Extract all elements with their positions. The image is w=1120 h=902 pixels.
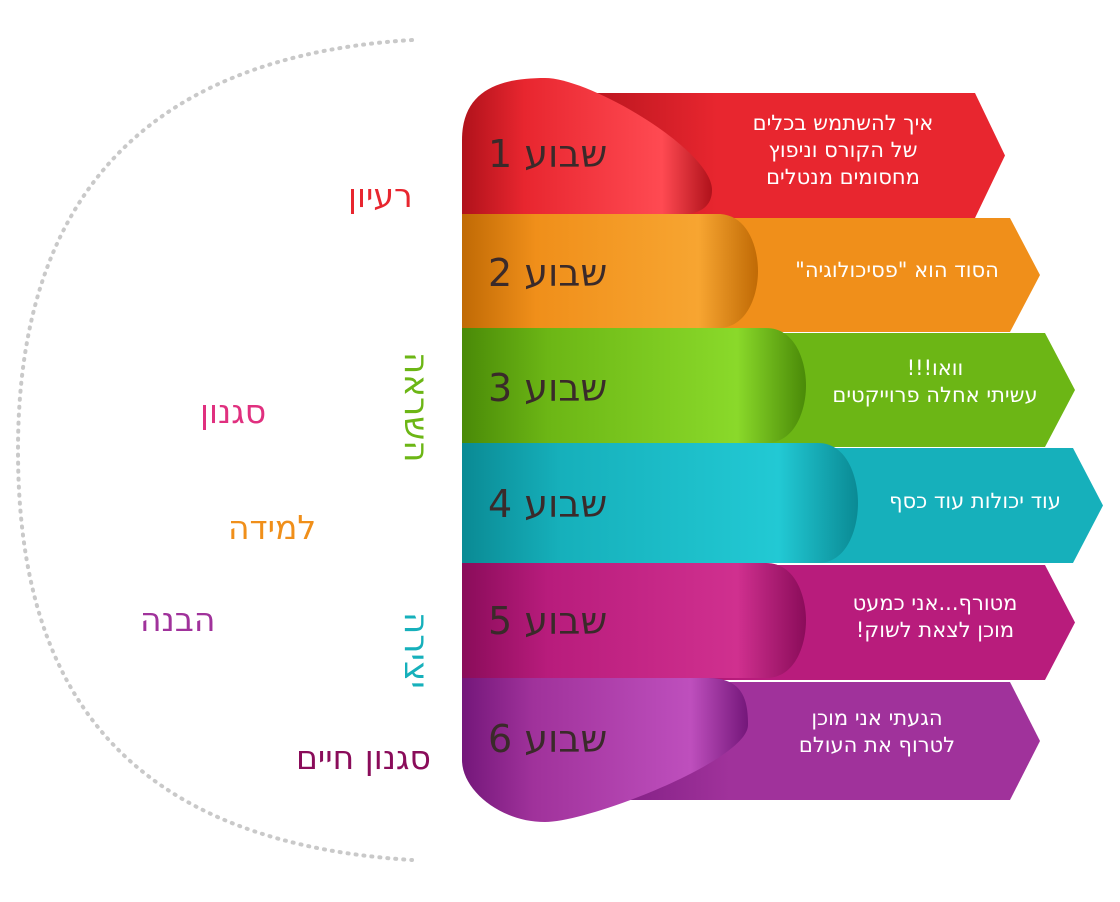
week-description: עוד יכולות עוד כסף bbox=[860, 488, 1090, 515]
description-line: הסוד הוא "פסיכולוגיה" bbox=[795, 258, 999, 282]
description-line: הגעתי אני מוכן bbox=[811, 706, 943, 730]
side-label: סגנון bbox=[200, 392, 267, 431]
week-description: הסוד הוא "פסיכולוגיה" bbox=[767, 257, 1027, 284]
side-label: הבנה bbox=[140, 600, 216, 639]
week-body bbox=[462, 678, 748, 822]
vertical-label: השראה bbox=[396, 352, 436, 463]
description-line: עוד יכולות עוד כסף bbox=[889, 489, 1061, 513]
week-description: הגעתי אני מוכן לטרוף את העולם bbox=[757, 705, 997, 759]
description-line: וואו!!! bbox=[906, 356, 964, 380]
week-body bbox=[462, 443, 858, 563]
week-description: איך להשתמש בכלים של הקורס וניפוץ מחסומים מ… bbox=[728, 110, 958, 191]
week-label: שבוע 3 bbox=[488, 366, 608, 410]
description-line: מוכן לצאת לשוק! bbox=[855, 618, 1015, 642]
side-label: סגנון חיים bbox=[296, 738, 431, 777]
description-line: לטרוף את העולם bbox=[798, 733, 956, 757]
description-line: עשיתי אחלה פרוייקטים bbox=[832, 383, 1038, 407]
week-body bbox=[462, 214, 758, 328]
week-body bbox=[462, 78, 712, 214]
week-description: וואו!!! עשיתי אחלה פרוייקטים bbox=[800, 355, 1070, 409]
side-label: רעיון bbox=[348, 176, 413, 215]
week-label: שבוע 1 bbox=[488, 131, 608, 176]
week-body bbox=[462, 328, 806, 443]
week-label: שבוע 2 bbox=[488, 251, 608, 295]
description-line: של הקורס וניפוץ bbox=[768, 138, 918, 162]
week-body bbox=[462, 563, 806, 678]
description-line: מחסומים מנטלים bbox=[766, 165, 920, 189]
side-label: למידה bbox=[228, 508, 317, 547]
description-line: מטורף...אני כמעט bbox=[852, 591, 1018, 615]
week-label: שבוע 5 bbox=[488, 598, 608, 643]
week-label: שבוע 4 bbox=[488, 481, 608, 526]
description-line: איך להשתמש בכלים bbox=[752, 111, 934, 135]
week-description: מטורף...אני כמעט מוכן לצאת לשוק! bbox=[810, 590, 1060, 644]
week-label: שבוע 6 bbox=[488, 717, 608, 761]
dotted-arc bbox=[15, 38, 414, 862]
vertical-label: יצירה bbox=[396, 612, 436, 689]
